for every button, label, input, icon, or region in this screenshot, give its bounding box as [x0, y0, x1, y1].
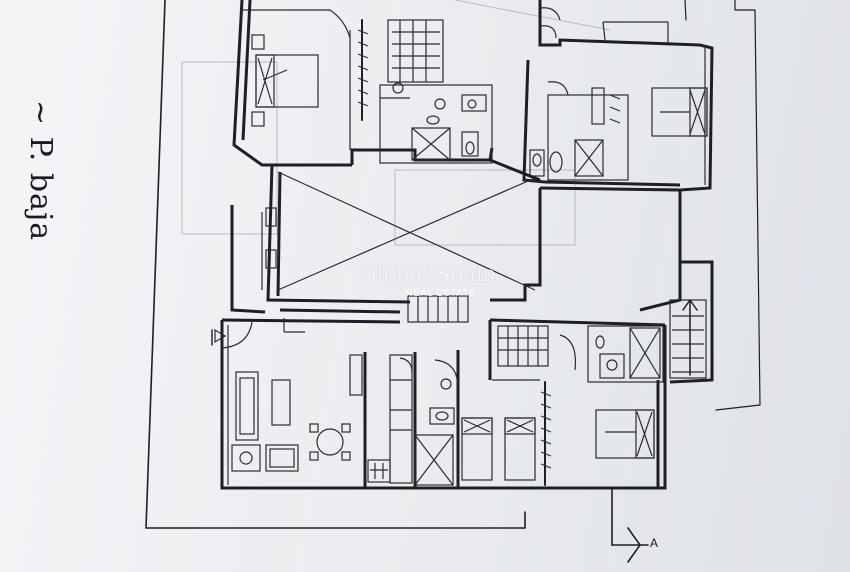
paper-show-through: [181, 0, 611, 246]
lower-stair: [497, 325, 549, 367]
left-corridor: [230, 205, 401, 333]
bedroom-upper-left: [251, 34, 319, 127]
watermark-subtitle: REAL ESTATE: [406, 288, 477, 298]
bedroom-upper-right: [651, 87, 708, 137]
upper-wardrobe-hatch: [357, 19, 369, 121]
upper-stair: [387, 19, 444, 83]
bathroom-lower-2: [559, 325, 664, 383]
central-stair: [407, 295, 469, 323]
right-patio: [539, 186, 714, 384]
kitchen: [363, 352, 413, 488]
lower-wardrobe-hatch: [540, 381, 552, 486]
bedroom-lower-right: [595, 380, 660, 488]
floor-label: ~ P. baja: [23, 100, 58, 242]
bathroom-lower-1: [413, 350, 460, 488]
watermark-brand: Global Spain: [360, 262, 497, 286]
section-arrow: [611, 489, 649, 563]
bedroom-lower-twin: [461, 320, 540, 481]
living-furniture: [231, 354, 363, 472]
bathroom-upper-2: [529, 81, 629, 181]
site-boundary: [145, 0, 761, 529]
lower-block: [211, 318, 667, 490]
upper-left-wing: [232, 0, 494, 167]
bathroom-upper-1: [379, 82, 493, 164]
upper-right-wing: [522, 0, 714, 192]
central-void: [266, 158, 542, 304]
section-mark-label: A: [650, 536, 659, 550]
